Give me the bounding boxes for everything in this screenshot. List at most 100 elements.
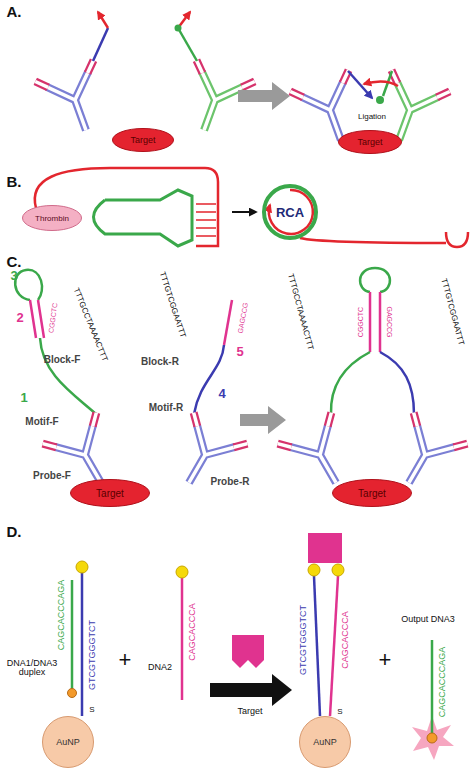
node-text-holder: Target bbox=[332, 479, 412, 507]
plus-sign: + bbox=[379, 648, 392, 671]
gold-nanoparticle: AuNP bbox=[299, 716, 351, 768]
fluorophore-dot bbox=[427, 733, 437, 743]
hairpin-loop bbox=[15, 270, 42, 300]
probe-label: Probe-R bbox=[211, 477, 250, 488]
hairpin-stem bbox=[30, 300, 44, 338]
gold-nanoparticle: AuNP bbox=[42, 716, 94, 768]
node-text: AuNP bbox=[313, 737, 337, 747]
node-text: Target bbox=[357, 137, 382, 147]
node-text-holder: RCA bbox=[262, 184, 318, 240]
callout-number: 5 bbox=[236, 345, 243, 359]
plus-sign: + bbox=[119, 648, 132, 671]
node-text-holder: Thrombin bbox=[22, 205, 82, 231]
process-arrow bbox=[240, 406, 286, 434]
dna-strand bbox=[330, 576, 338, 716]
node-text-holder: AuNP bbox=[42, 716, 94, 768]
sequence-text: CAGCACCCA bbox=[188, 603, 197, 661]
strand-label: Block-R bbox=[141, 357, 179, 368]
node-text: Target bbox=[358, 488, 386, 499]
node-text-holder: AuNP bbox=[299, 716, 351, 768]
circular-template bbox=[94, 190, 193, 246]
panel-letter: B. bbox=[7, 174, 22, 190]
node-ellipse bbox=[300, 717, 351, 768]
target-ellipse: Target bbox=[332, 479, 412, 507]
sequence-text: CAGCACCCA bbox=[341, 611, 350, 669]
sequence-text: GAGCCG bbox=[385, 306, 392, 337]
antibody bbox=[35, 60, 115, 140]
sequence-text: GTCGTGGGTCT bbox=[88, 620, 97, 690]
dna-strand bbox=[71, 580, 74, 689]
process-arrow bbox=[238, 82, 290, 110]
affinity-tag bbox=[332, 564, 344, 576]
rca-product bbox=[300, 238, 446, 243]
target-ellipse: Target bbox=[338, 130, 402, 154]
sequence-text: TTTGTCGGAATTT bbox=[157, 271, 186, 339]
node-text: AuNP bbox=[56, 737, 80, 747]
end-dot bbox=[376, 96, 384, 104]
rca-product bbox=[269, 190, 313, 234]
node-text: Target bbox=[130, 135, 155, 145]
strand-label: Block-F bbox=[44, 355, 81, 366]
node-ellipse bbox=[333, 480, 412, 507]
dna-strand bbox=[181, 578, 184, 700]
target-ellipse: Target bbox=[112, 128, 174, 152]
motif-strand bbox=[194, 345, 224, 414]
node-ellipse bbox=[339, 131, 402, 154]
hairpin-stem bbox=[370, 292, 380, 352]
motif-strand bbox=[40, 338, 96, 414]
aptamer-end bbox=[446, 232, 468, 247]
sequence-text: TTTGCCTAAAACTTT bbox=[286, 273, 314, 351]
node-text: RCA bbox=[276, 205, 304, 220]
quencher-dot bbox=[68, 689, 77, 698]
affinity-tag bbox=[176, 566, 188, 578]
base-pairs bbox=[196, 204, 216, 236]
dna-strand bbox=[93, 28, 108, 61]
affinity-tag bbox=[308, 564, 320, 576]
sequence-text: GTCGTGGGTCT bbox=[299, 605, 308, 675]
panel-letter: C. bbox=[7, 254, 22, 270]
node-ellipse bbox=[113, 129, 174, 152]
node-ellipse bbox=[43, 717, 94, 768]
thrombin-ellipse: Thrombin bbox=[22, 205, 82, 231]
step-label: Ligation bbox=[358, 113, 386, 121]
callout-number: 2 bbox=[16, 311, 23, 325]
dna-strand bbox=[98, 12, 108, 28]
panel-letter: A. bbox=[7, 4, 22, 20]
sequence-text: TTTGCCTAAAACTTT bbox=[71, 287, 108, 363]
probe-label: Probe-F bbox=[33, 471, 71, 482]
node-text: Target bbox=[96, 488, 124, 499]
node-text-holder: Target bbox=[338, 130, 402, 154]
callout-number: 1 bbox=[20, 391, 27, 405]
affinity-tag bbox=[76, 561, 88, 573]
thiol-label: S bbox=[337, 708, 342, 716]
dna-strand bbox=[314, 576, 320, 716]
target-label: Target bbox=[237, 707, 262, 716]
sequence-text: CAGCACCCAGA bbox=[438, 647, 447, 718]
rca-circle: RCA bbox=[262, 184, 318, 240]
sequence-text: CGGCTC bbox=[357, 307, 364, 337]
node-text: Thrombin bbox=[35, 214, 69, 223]
target-ellipse: Target bbox=[70, 479, 150, 507]
dna-strand bbox=[364, 81, 398, 86]
sequence-text: TTTGTCGGAATTT bbox=[439, 278, 465, 347]
dna-strand bbox=[178, 28, 197, 61]
strand-label: Motif-R bbox=[149, 403, 183, 414]
motif-strand bbox=[331, 352, 370, 414]
panel-letter: D. bbox=[7, 524, 22, 540]
end-dot bbox=[175, 25, 182, 32]
node-text-holder: Target bbox=[112, 128, 174, 152]
stem-segment bbox=[224, 300, 232, 345]
strand-label: Motif-F bbox=[25, 417, 58, 428]
process-arrow bbox=[232, 211, 256, 213]
target-shape bbox=[232, 635, 264, 668]
node-text-holder: Target bbox=[70, 479, 150, 507]
target-shape bbox=[308, 533, 342, 563]
callout-number: 3 bbox=[10, 269, 17, 283]
output-label: Output DNA3 bbox=[401, 615, 455, 624]
dna-strand bbox=[348, 71, 372, 98]
process-arrow bbox=[210, 674, 292, 706]
sequence-text: GAGCCG bbox=[237, 302, 250, 334]
